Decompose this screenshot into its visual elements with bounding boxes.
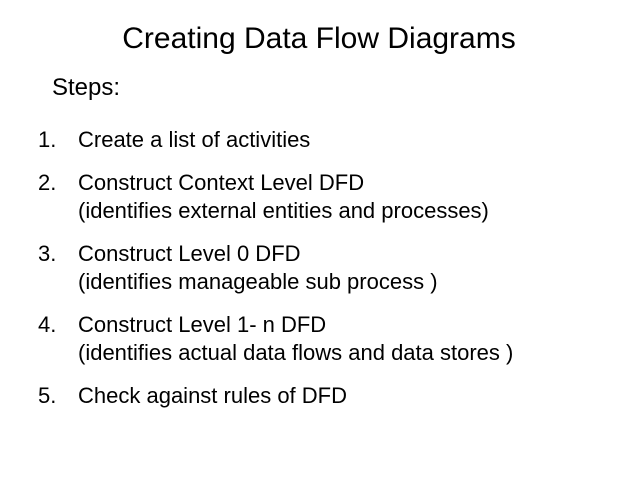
list-item-number: 2. [38, 170, 57, 195]
list-item-text: Construct Level 1- n DFD [78, 312, 327, 337]
page-title: Creating Data Flow Diagrams [122, 22, 516, 55]
list-item-detail: (identifies manageable sub process ) [78, 269, 438, 294]
list-item: 4. Construct Level 1- n DFD (identifies … [38, 311, 618, 367]
list-item-detail: (identifies actual data flows and data s… [78, 340, 514, 365]
list-item-number: 4. [38, 312, 57, 337]
list-item-text: Construct Level 0 DFD [78, 241, 301, 266]
list-item: 3. Construct Level 0 DFD (identifies man… [38, 240, 618, 296]
list-item: 5. Check against rules of DFD [38, 382, 618, 410]
steps-label: Steps: [52, 74, 121, 101]
list-item-number: 3. [38, 241, 57, 266]
list-item-number: 5. [38, 383, 57, 408]
list-item: 1. Create a list of activities [38, 126, 618, 154]
list-item: 2. Construct Context Level DFD (identifi… [38, 169, 618, 225]
list-item-text: Check against rules of DFD [78, 383, 347, 408]
list-item-detail: (identifies external entities and proces… [78, 198, 489, 223]
list-item-text: Construct Context Level DFD [78, 170, 365, 195]
list-item-number: 1. [38, 127, 57, 152]
list-item-text: Create a list of activities [78, 127, 311, 152]
steps-list: 1. Create a list of activities 2. Constr… [38, 126, 618, 410]
